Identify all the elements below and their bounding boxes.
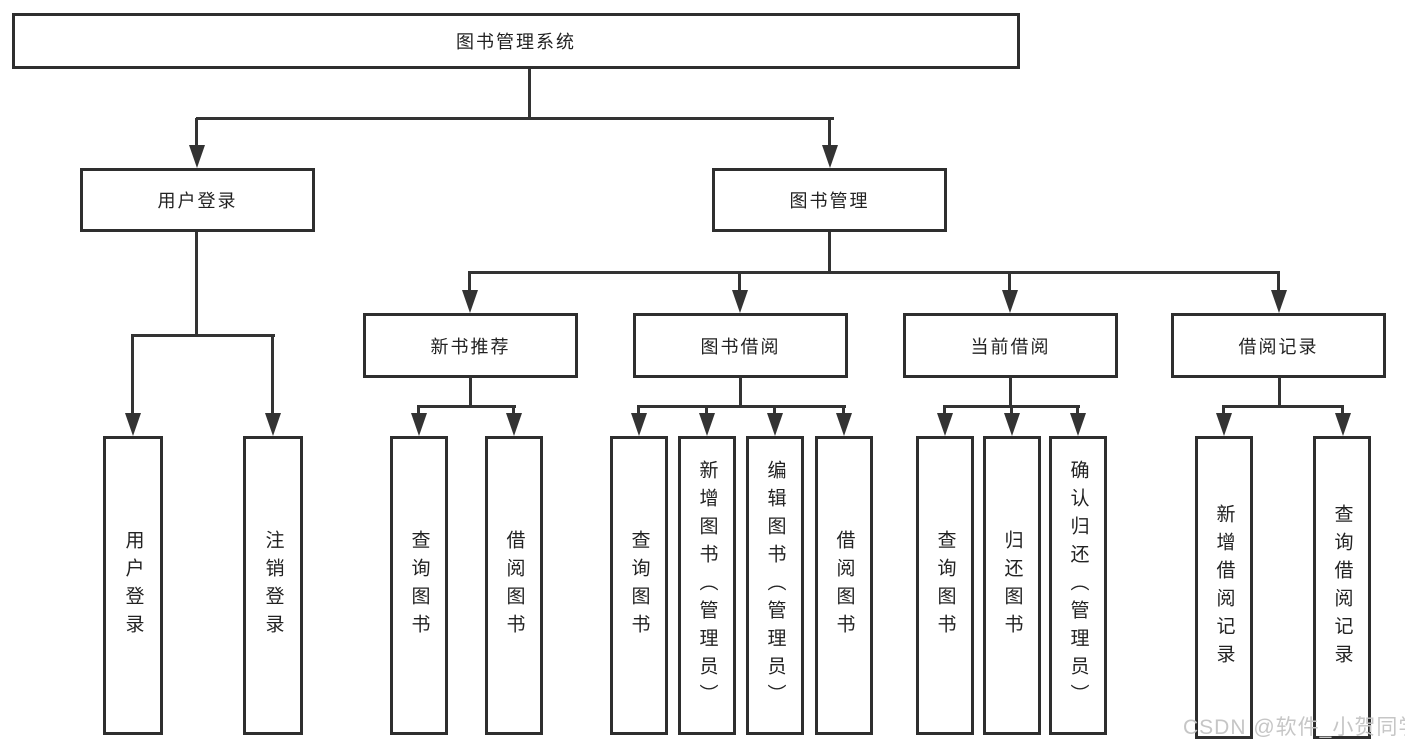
connector-drop-leaf bbox=[417, 406, 420, 418]
connector-bookborrow-rail bbox=[637, 405, 846, 408]
node-label: 新书推荐 bbox=[430, 336, 511, 357]
connector-drop-leaf bbox=[705, 406, 708, 418]
node-root-system: 图书管理系统 bbox=[12, 13, 1020, 69]
node-label: 图书管理系统 bbox=[456, 32, 576, 52]
connector-drop-level3 bbox=[468, 272, 471, 295]
arrowhead-down-icon bbox=[937, 413, 953, 436]
arrowhead-down-icon bbox=[822, 145, 838, 168]
arrowhead-down-icon bbox=[767, 413, 783, 436]
node-label: 借阅图书 bbox=[503, 529, 525, 642]
leaf-return-books: 归还图书 bbox=[983, 436, 1041, 735]
leaf-confirm-return-admin: 确认归还（管理员） bbox=[1049, 436, 1107, 735]
arrowhead-down-icon bbox=[1335, 413, 1351, 436]
node-label: 图书借阅 bbox=[700, 336, 781, 357]
leaf-edit-books-admin: 编辑图书（管理员） bbox=[746, 436, 804, 735]
connector-currentborrow-trunk bbox=[1009, 377, 1012, 408]
connector-bookmgmt-rail bbox=[468, 271, 1280, 274]
connector-drop-leaf bbox=[512, 406, 515, 418]
connector-drop-leaf bbox=[1341, 406, 1344, 418]
arrowhead-down-icon bbox=[836, 413, 852, 436]
arrowhead-down-icon bbox=[1004, 413, 1020, 436]
leaf-borrow-books-2: 借阅图书 bbox=[815, 436, 873, 735]
connector-drop-leaf bbox=[1222, 406, 1225, 418]
arrowhead-down-icon bbox=[506, 413, 522, 436]
connector-drop-user-login bbox=[195, 118, 198, 150]
csdn-watermark: CSDN @软件_小贺同学 bbox=[1183, 716, 1405, 739]
node-label: 归还图书 bbox=[1001, 529, 1023, 642]
connector-drop-leaf bbox=[271, 335, 274, 418]
leaf-add-books-admin: 新增图书（管理员） bbox=[678, 436, 736, 735]
arrowhead-down-icon bbox=[699, 413, 715, 436]
connector-records-rail bbox=[1222, 405, 1344, 408]
arrowhead-down-icon bbox=[1271, 290, 1287, 313]
node-label: 编辑图书（管理员） bbox=[764, 459, 786, 712]
leaf-query-books-1: 查询图书 bbox=[390, 436, 448, 735]
connector-drop-leaf bbox=[773, 406, 776, 418]
node-label: 查询图书 bbox=[628, 529, 650, 642]
node-label: 用户登录 bbox=[157, 191, 238, 211]
connector-bookmgmt-trunk bbox=[828, 232, 831, 274]
node-new-book-recommend: 新书推荐 bbox=[363, 313, 578, 378]
node-current-borrowing: 当前借阅 bbox=[903, 313, 1118, 378]
connector-drop-leaf bbox=[637, 406, 640, 418]
leaf-borrow-books-1: 借阅图书 bbox=[485, 436, 543, 735]
connector-drop-level3 bbox=[738, 272, 741, 295]
connector-drop-level3 bbox=[1277, 272, 1280, 295]
connector-drop-level3 bbox=[1008, 272, 1011, 295]
connector-root-rail bbox=[196, 117, 834, 120]
connector-drop-leaf bbox=[842, 406, 845, 418]
connector-bookborrow-trunk bbox=[739, 377, 742, 408]
arrowhead-down-icon bbox=[1070, 413, 1086, 436]
arrowhead-down-icon bbox=[125, 413, 141, 436]
arrowhead-down-icon bbox=[631, 413, 647, 436]
connector-newbooks-trunk bbox=[469, 377, 472, 408]
node-book-management-branch: 图书管理 bbox=[712, 168, 947, 232]
connector-newbooks-rail bbox=[417, 405, 516, 408]
connector-userlogin-trunk bbox=[195, 232, 198, 336]
connector-records-trunk bbox=[1278, 377, 1281, 408]
connector-drop-leaf bbox=[1010, 406, 1013, 418]
node-label: 新增借阅记录 bbox=[1213, 503, 1235, 672]
connector-root-trunk bbox=[528, 69, 531, 119]
arrowhead-down-icon bbox=[462, 290, 478, 313]
node-label: 注销登录 bbox=[262, 529, 284, 642]
node-user-login-branch: 用户登录 bbox=[80, 168, 315, 232]
arrowhead-down-icon bbox=[265, 413, 281, 436]
connector-drop-book-mgmt bbox=[828, 118, 831, 150]
leaf-logout: 注销登录 bbox=[243, 436, 303, 735]
node-label: 查询图书 bbox=[408, 529, 430, 642]
node-label: 借阅记录 bbox=[1238, 336, 1319, 357]
node-label: 当前借阅 bbox=[970, 336, 1051, 357]
arrowhead-down-icon bbox=[411, 413, 427, 436]
node-label: 确认归还（管理员） bbox=[1067, 459, 1089, 712]
node-label: 借阅图书 bbox=[833, 529, 855, 642]
leaf-query-books-2: 查询图书 bbox=[610, 436, 668, 735]
node-label: 新增图书（管理员） bbox=[696, 459, 718, 712]
node-label: 查询图书 bbox=[934, 529, 956, 642]
connector-userlogin-rail bbox=[131, 334, 275, 337]
arrowhead-down-icon bbox=[1002, 290, 1018, 313]
leaf-user-login: 用户登录 bbox=[103, 436, 163, 735]
leaf-query-borrow-record: 查询借阅记录 bbox=[1313, 436, 1371, 739]
node-label: 查询借阅记录 bbox=[1331, 503, 1353, 672]
connector-drop-leaf bbox=[1076, 406, 1079, 418]
arrowhead-down-icon bbox=[1216, 413, 1232, 436]
arrowhead-down-icon bbox=[189, 145, 205, 168]
node-label: 图书管理 bbox=[789, 191, 870, 211]
connector-drop-leaf bbox=[131, 335, 134, 418]
leaf-add-borrow-record: 新增借阅记录 bbox=[1195, 436, 1253, 739]
arrowhead-down-icon bbox=[732, 290, 748, 313]
node-label: 用户登录 bbox=[122, 529, 144, 642]
node-borrowing-records: 借阅记录 bbox=[1171, 313, 1386, 378]
leaf-query-books-3: 查询图书 bbox=[916, 436, 974, 735]
node-book-borrowing: 图书借阅 bbox=[633, 313, 848, 378]
connector-drop-leaf bbox=[943, 406, 946, 418]
